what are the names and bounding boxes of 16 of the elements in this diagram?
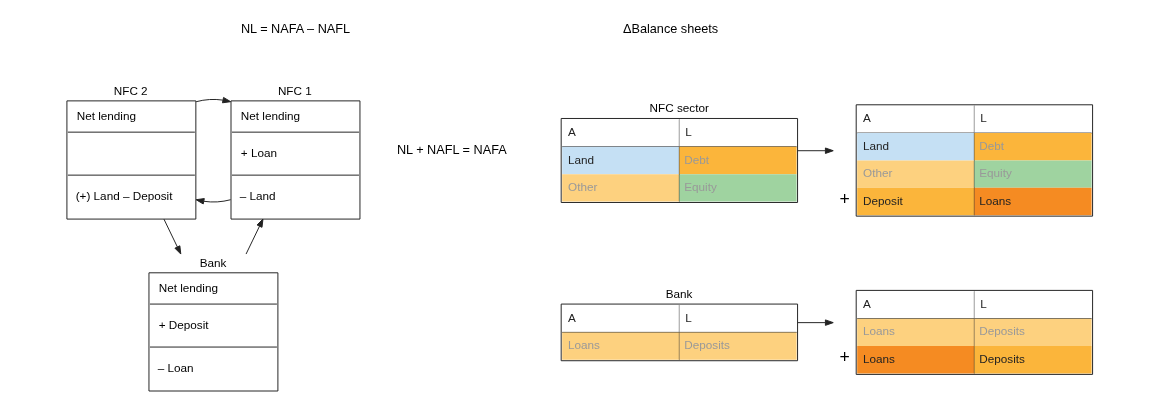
arrow bbox=[796, 319, 834, 326]
node-label: Bank bbox=[199, 255, 226, 269]
node-label: + bbox=[839, 188, 850, 209]
arrow bbox=[162, 218, 181, 255]
arrow bbox=[195, 96, 231, 104]
node-label: NFC sector bbox=[649, 101, 709, 115]
arrow bbox=[195, 198, 231, 205]
node-label: NFC 1 bbox=[277, 83, 312, 97]
label: ΔBalance sheets bbox=[622, 21, 718, 36]
label: NL + NAFL = NAFA bbox=[396, 143, 507, 158]
arrow bbox=[796, 147, 834, 154]
node-label: Bank bbox=[665, 286, 692, 300]
node-label: NFC 2 bbox=[113, 83, 148, 97]
node-label: + bbox=[839, 347, 850, 368]
arrow bbox=[245, 218, 263, 255]
label: NL = NAFA – NAFL bbox=[240, 21, 350, 36]
